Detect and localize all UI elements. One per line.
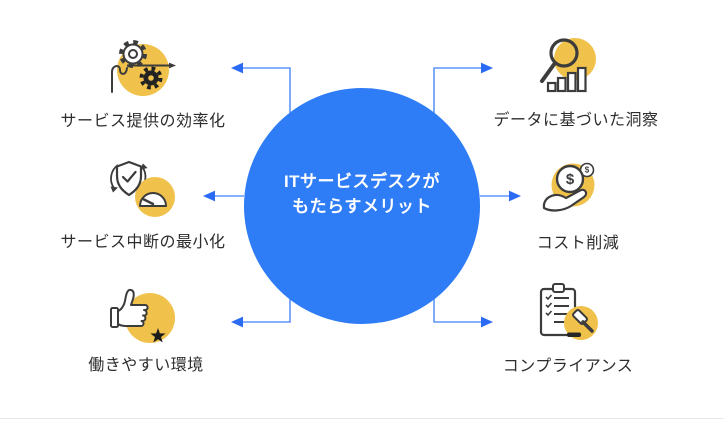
arrowhead-mid-right	[509, 190, 521, 202]
svg-text:$: $	[566, 171, 575, 188]
arrow-line-top-left	[243, 67, 291, 113]
svg-text:$: $	[585, 166, 590, 175]
gauge	[139, 192, 167, 207]
star-shape	[150, 328, 166, 343]
bottom-divider	[0, 418, 724, 419]
center-title-line2: もたらすメリット	[292, 197, 432, 216]
hand-shape	[542, 188, 588, 212]
gears-process-arrow-icon	[111, 40, 176, 96]
arrowhead-top-left	[231, 62, 243, 74]
arrow-line-top-right	[433, 67, 481, 113]
black-gear	[139, 66, 163, 90]
center-circle: ITサービスデスクが もたらすメリット	[244, 88, 480, 324]
arrow-line-bottom-left	[243, 299, 291, 323]
magnifier	[540, 38, 579, 83]
label-data-insights: データに基づいた洞察	[493, 112, 659, 129]
arrowhead-bottom-left	[231, 316, 243, 328]
label-pleasant-workplace: 働きやすい環境	[88, 357, 204, 374]
arrowhead-mid-left	[203, 190, 215, 202]
large-coin: $	[555, 164, 585, 194]
hand-coin-icon: $ $	[542, 162, 595, 212]
bar-chart	[546, 66, 587, 93]
label-service-efficiency: サービス提供の効率化	[60, 113, 226, 130]
magnifier-bar-chart-icon	[540, 38, 596, 93]
thumbs-up-star-icon	[110, 288, 175, 343]
arrow-line-bottom-right	[433, 299, 481, 323]
gavel	[567, 309, 594, 337]
white-gear	[119, 40, 147, 68]
shield-check-gauge-icon	[110, 160, 175, 217]
label-cost-reduction: コスト削減	[536, 235, 620, 252]
arrowhead-bottom-right	[481, 316, 493, 328]
clipboard-gavel-icon	[539, 283, 598, 340]
center-title-line1: ITサービスデスクが	[283, 172, 441, 191]
label-compliance: コンプライアンス	[502, 358, 634, 375]
arrowhead-top-right	[481, 62, 493, 74]
label-minimize-disruption: サービス中断の最小化	[60, 234, 226, 251]
